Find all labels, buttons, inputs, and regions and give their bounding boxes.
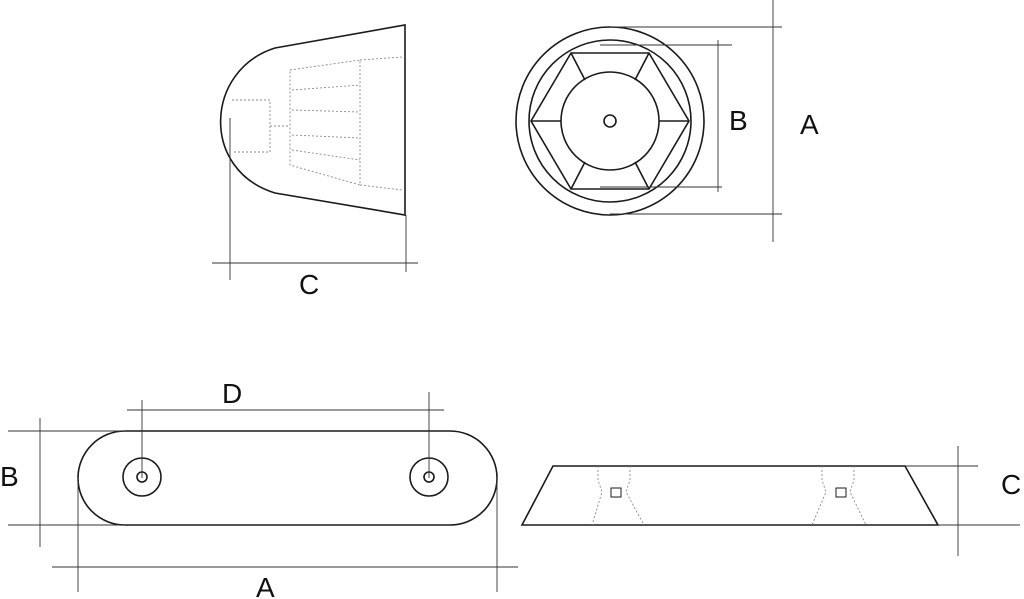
profile-slot-left [610, 487, 622, 498]
dim-label-a-bar: A [256, 572, 275, 599]
bar-profile-view: C [520, 446, 1021, 556]
dim-label-b-bar: B [0, 461, 19, 492]
dim-label-c-profile: C [1001, 469, 1021, 500]
cone-side-view: C [212, 24, 418, 300]
trapezoid-outline [520, 465, 940, 526]
hub-circle [560, 71, 660, 171]
hexagon-facets [531, 52, 689, 190]
profile-slot-right [835, 487, 847, 498]
bar-outline [77, 430, 498, 526]
bar-top-view: D B A [0, 378, 518, 599]
cone-hidden-lines [232, 56, 403, 191]
cone-outline [219, 24, 406, 216]
dim-label-a-front: A [800, 109, 819, 140]
dim-label-b-front: B [729, 105, 748, 136]
center-hole [603, 114, 617, 128]
dim-label-d: D [222, 378, 242, 409]
dim-label-c-side: C [299, 269, 319, 300]
cone-front-view: B A [515, 0, 819, 242]
profile-hidden-lines [591, 466, 867, 526]
inner-ring-circle [528, 39, 692, 203]
